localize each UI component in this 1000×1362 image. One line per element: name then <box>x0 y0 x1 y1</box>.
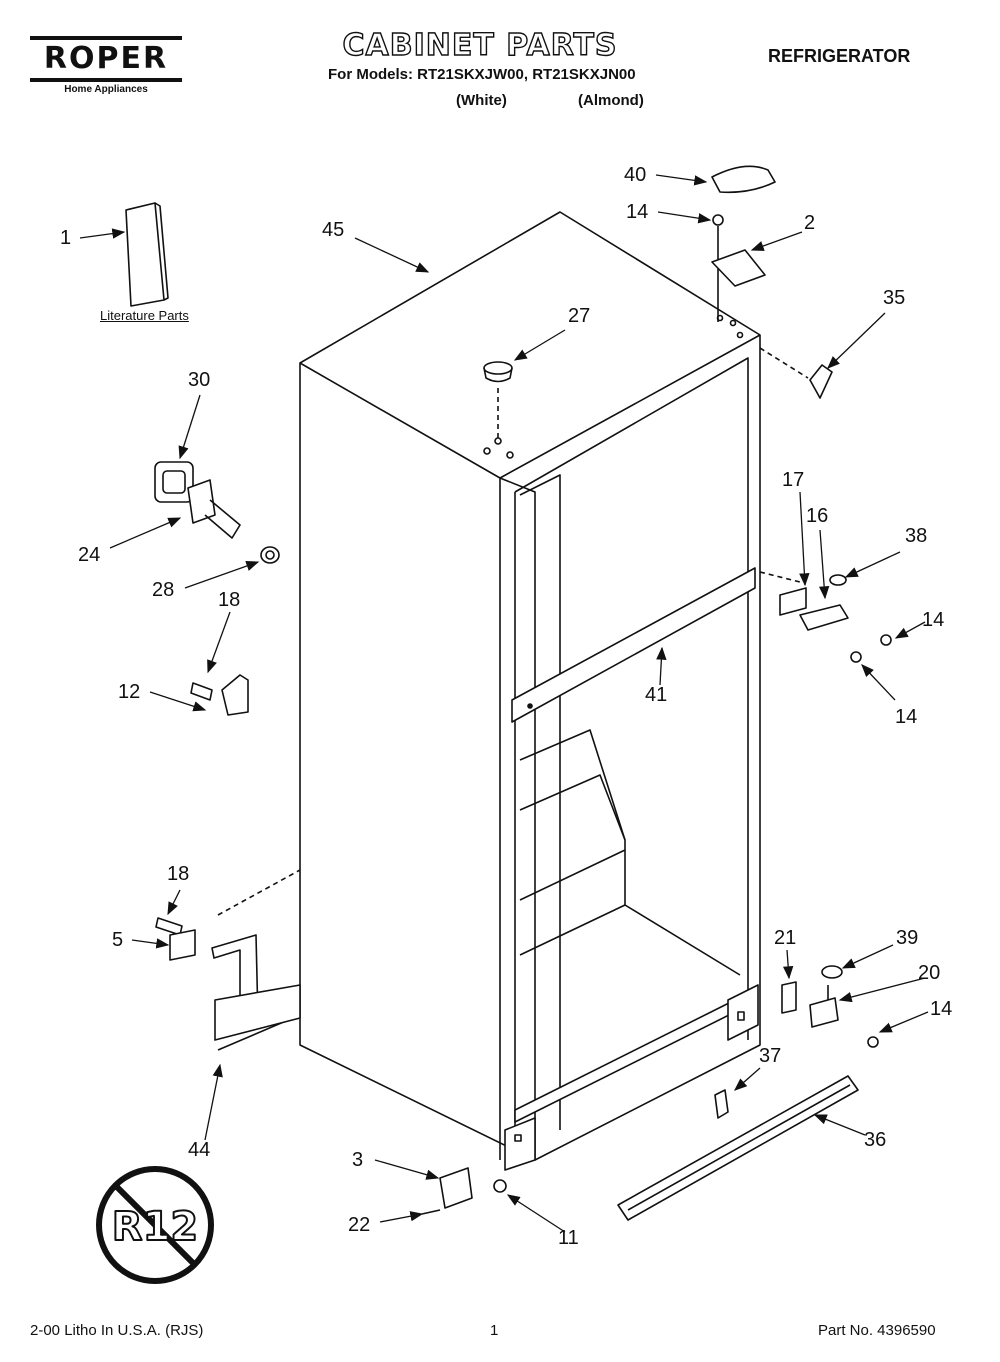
callout-20: 20 <box>918 962 941 984</box>
callout-21: 21 <box>774 927 797 949</box>
leader-lines <box>79 174 929 1233</box>
callout-38: 38 <box>905 525 928 547</box>
callout-30: 30 <box>188 369 211 391</box>
callout-1: 1 <box>60 227 72 249</box>
bottom-hinge <box>781 965 879 1048</box>
brand-subtitle: Home Appliances <box>64 84 148 95</box>
callout-14-center-upper: 14 <box>922 609 945 631</box>
callout-18-lower: 18 <box>167 863 190 885</box>
center-hinge <box>759 571 892 663</box>
cabinet-body <box>299 211 761 1171</box>
hinge-cover-top <box>711 165 776 194</box>
r12-prohibited-icon: R12 <box>96 1166 214 1284</box>
callout-18-upper: 18 <box>218 589 241 611</box>
callout-41: 41 <box>645 684 668 706</box>
handle-parts <box>154 461 280 564</box>
callout-14-center-lower: 14 <box>895 706 918 728</box>
callout-27: 27 <box>568 305 591 327</box>
page-title: CABINET PARTS <box>342 27 618 63</box>
callout-3: 3 <box>352 1149 364 1171</box>
top-hinge <box>711 214 766 322</box>
leveling-parts <box>421 1167 507 1215</box>
callout-39: 39 <box>896 927 919 949</box>
brand-name: ROPER <box>30 36 182 82</box>
callout-12: 12 <box>118 681 141 703</box>
footer-page-number: 1 <box>490 1322 499 1339</box>
models-line: For Models: RT21SKXJW00, RT21SKXJN00 <box>328 66 636 83</box>
footer-part-number: Part No. 4396590 <box>818 1322 936 1339</box>
appliance-type: REFRIGERATOR <box>768 46 911 66</box>
literature-booklet <box>125 202 169 307</box>
callout-17: 17 <box>782 469 805 491</box>
callout-36: 36 <box>864 1129 887 1151</box>
top-plug <box>483 361 513 438</box>
color-almond-label: (Almond) <box>578 92 644 109</box>
literature-parts-label: Literature Parts <box>100 308 189 323</box>
footer-print-info: 2-00 Litho In U.S.A. (RJS) <box>30 1322 204 1339</box>
callout-28: 28 <box>152 579 175 601</box>
callout-37: 37 <box>759 1045 782 1067</box>
base-grille <box>617 1075 859 1221</box>
callout-14-bottom: 14 <box>930 998 953 1020</box>
color-white-label: (White) <box>456 92 507 109</box>
callout-35: 35 <box>883 287 906 309</box>
callout-44: 44 <box>188 1139 211 1161</box>
callout-2: 2 <box>804 212 816 234</box>
door-stop-upper <box>190 674 249 716</box>
callout-14-top: 14 <box>626 201 649 223</box>
svg-text:R12: R12 <box>112 1204 198 1250</box>
callout-5: 5 <box>112 929 124 951</box>
hinge-cap-35 <box>759 347 833 399</box>
callout-40: 40 <box>624 164 647 186</box>
callout-16: 16 <box>806 505 829 527</box>
callout-22: 22 <box>348 1214 371 1236</box>
callout-45: 45 <box>322 219 345 241</box>
callout-11: 11 <box>558 1227 579 1249</box>
lower-left-hinge <box>155 869 301 1051</box>
callout-24: 24 <box>78 544 101 566</box>
roper-logo: ROPER Home Appliances <box>30 36 182 95</box>
